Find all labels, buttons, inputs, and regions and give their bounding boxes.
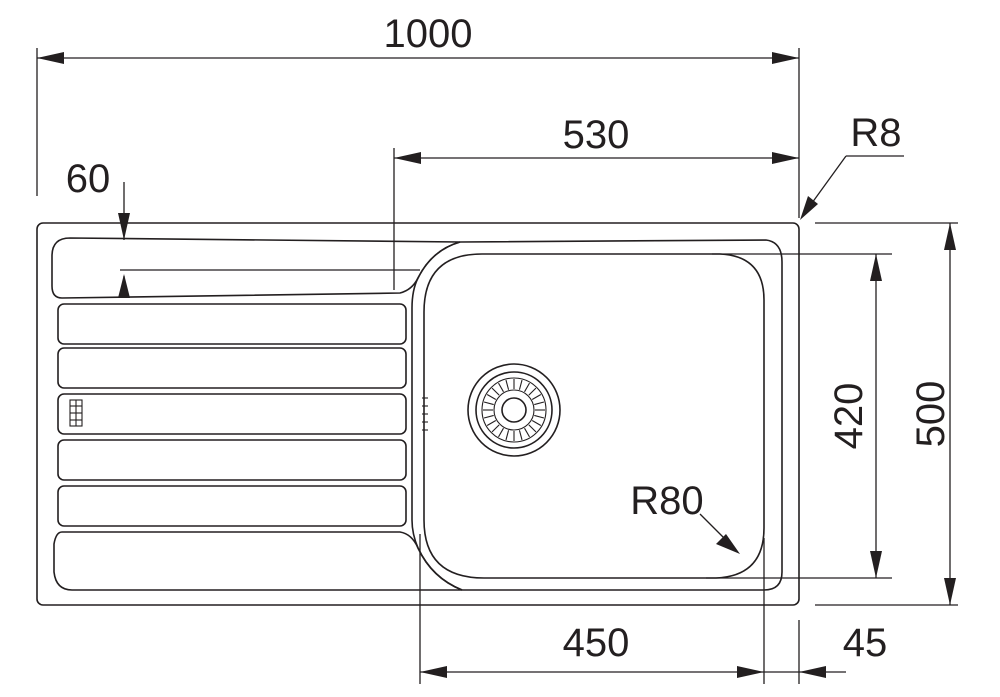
drain-strainer	[467, 363, 561, 457]
drain-spoke	[505, 379, 510, 390]
label-drainer-rim-offset: 60	[66, 157, 111, 201]
dimension-r80-leader	[699, 513, 740, 554]
drain-spoke	[531, 394, 542, 400]
drain-spoke	[534, 401, 545, 406]
drain-spoke	[505, 430, 510, 441]
dimension-60	[118, 182, 130, 298]
drain-spoke	[491, 387, 500, 396]
drainer-rib	[57, 303, 407, 345]
overflow-slot	[69, 399, 83, 427]
label-bowl-edge-offset: 45	[843, 621, 888, 665]
label-overall-depth: 500	[909, 381, 953, 448]
dimension-450	[420, 666, 764, 678]
sink-body	[36, 222, 800, 606]
label-bowl-section-width: 530	[563, 113, 630, 157]
dimension-1000	[37, 52, 799, 64]
drain-spoke	[486, 420, 497, 426]
dimension-45	[764, 666, 846, 678]
drainer-bottom-area	[53, 531, 463, 591]
label-bowl-corner-radius: R80	[630, 479, 703, 523]
bowl-rim	[411, 239, 783, 591]
drain-spoke	[528, 387, 537, 396]
drain-spoke	[483, 401, 494, 406]
drainer-rib	[57, 347, 407, 389]
drainer-rib	[57, 439, 407, 481]
drain-spoke	[491, 424, 500, 433]
drain-spoke	[518, 430, 523, 441]
extension-lines	[36, 48, 958, 684]
drain-spoke	[534, 414, 545, 419]
drain-spoke	[486, 394, 497, 400]
drain-grid-outer	[481, 377, 547, 443]
label-overall-width: 1000	[384, 12, 473, 56]
label-bowl-depth: 420	[827, 383, 871, 450]
dimension-530	[394, 152, 799, 164]
drain-spoke	[518, 379, 523, 390]
drain-spoke	[498, 427, 504, 438]
drainer-ribs	[57, 303, 407, 527]
drainer-top-area	[51, 237, 461, 299]
drain-grid-inner	[493, 389, 535, 431]
drain-spoke	[524, 427, 530, 438]
drain-outer-ring	[467, 363, 561, 457]
drain-center	[501, 397, 527, 423]
drain-spoke	[498, 382, 504, 393]
label-corner-radius-outer: R8	[850, 111, 901, 155]
sink-outer-outline	[36, 222, 800, 606]
drain-spoke	[524, 382, 530, 393]
drainer-rib	[57, 485, 407, 527]
drain-spoke	[483, 414, 494, 419]
dimension-r8-leader	[800, 155, 904, 220]
drain-flange	[475, 371, 553, 449]
drain-spoke	[528, 424, 537, 433]
dimension-420	[870, 254, 882, 578]
drain-spoke	[531, 420, 542, 426]
bowl-edge-marks	[422, 397, 428, 431]
dimension-500	[944, 223, 956, 605]
bowl-basin	[423, 253, 765, 579]
drainer-rib	[57, 393, 407, 435]
label-bowl-width: 450	[563, 621, 630, 665]
